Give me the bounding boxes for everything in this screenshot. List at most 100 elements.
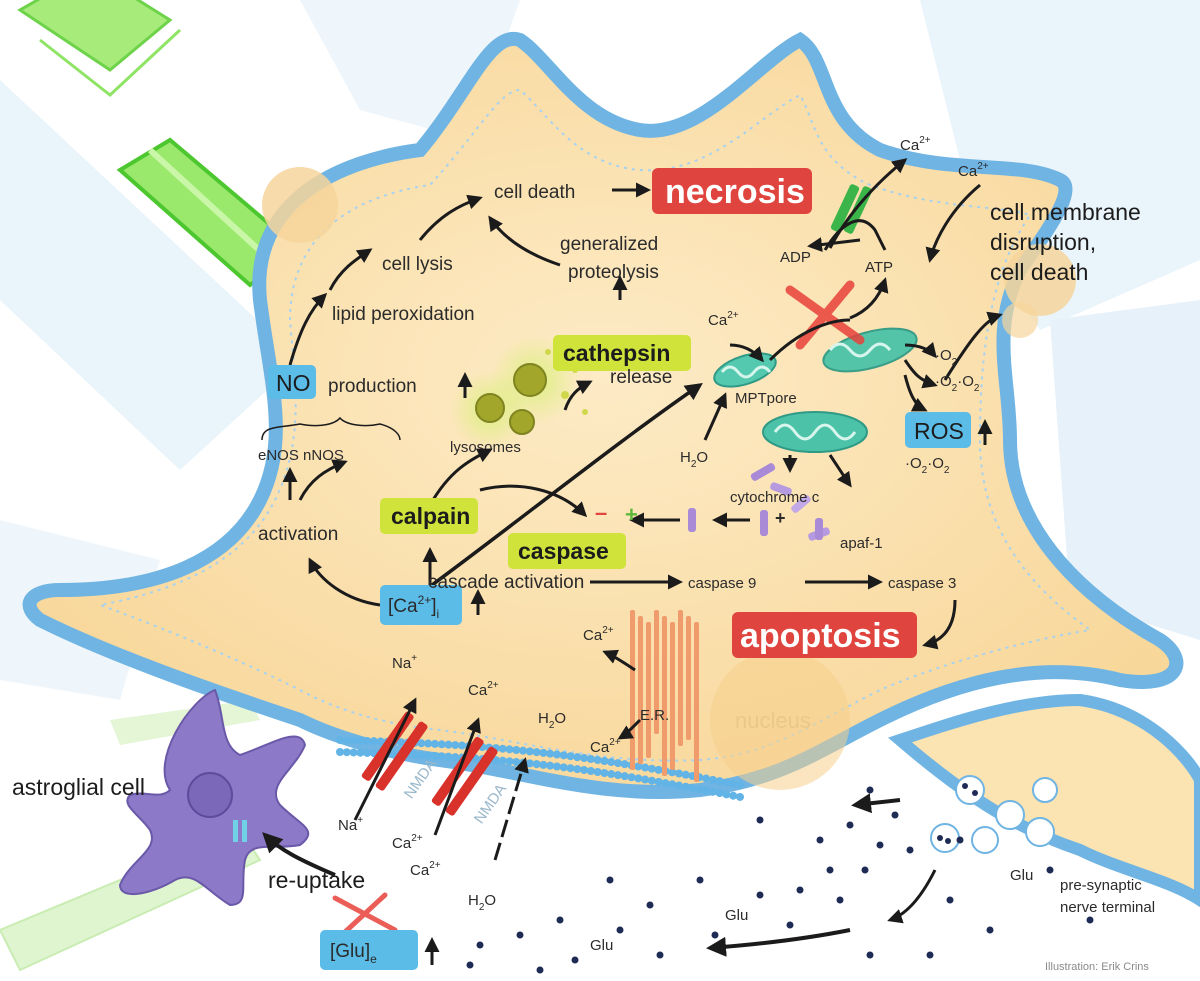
membrane-dot bbox=[586, 767, 595, 776]
glutamate-dot bbox=[556, 916, 564, 924]
water-labels: H2O H2O H2O bbox=[468, 449, 708, 913]
membrane-dot bbox=[566, 752, 575, 761]
production-label: production bbox=[328, 376, 417, 397]
nucleus: nucleus bbox=[710, 650, 850, 790]
no-box: NO bbox=[268, 365, 316, 399]
membrane-dot bbox=[600, 768, 609, 777]
mitochondria bbox=[713, 327, 918, 453]
glu-presynaptic-label: Glu bbox=[1010, 867, 1033, 884]
minus-sign: – bbox=[595, 500, 607, 525]
proteolysis-label: proteolysis bbox=[568, 262, 659, 283]
glutamate-dot bbox=[926, 951, 934, 959]
nmda-label-1: NMDA bbox=[401, 756, 440, 802]
membrane-dot bbox=[573, 753, 582, 762]
ca-outside-2: Ca2+ bbox=[410, 860, 441, 879]
glutamate-dot bbox=[711, 931, 719, 939]
glutamate-dot bbox=[906, 846, 914, 854]
generalized-label: generalized bbox=[560, 234, 658, 255]
cell-death-label: cell death bbox=[494, 182, 575, 203]
ca-out-top: Ca2+ bbox=[900, 135, 931, 154]
membrane-dot bbox=[356, 736, 365, 745]
membrane-dot bbox=[369, 737, 378, 746]
no-label: NO bbox=[276, 370, 311, 396]
transporter-left bbox=[233, 820, 238, 842]
apoptosis-label: apoptosis bbox=[740, 617, 901, 655]
membrane-dot bbox=[349, 736, 358, 745]
membrane-dot bbox=[566, 764, 575, 773]
membrane-dot bbox=[342, 748, 351, 757]
er-cisterna bbox=[662, 616, 667, 776]
membrane-dot bbox=[586, 755, 595, 764]
glutamate-dot bbox=[826, 866, 834, 874]
caspase3-label: caspase 3 bbox=[888, 575, 956, 592]
glu-e-box: [Glu]e bbox=[320, 930, 418, 970]
membrane-dot bbox=[613, 759, 622, 768]
membrane-dot bbox=[539, 748, 548, 757]
presynaptic-terminal: Glu pre-synaptic nerve terminal bbox=[888, 693, 1200, 916]
adp-label: ADP bbox=[780, 249, 811, 266]
membrane-dot bbox=[458, 741, 467, 750]
membrane-dot bbox=[539, 760, 548, 769]
membrane-dot bbox=[525, 747, 534, 756]
transporter-right bbox=[242, 820, 247, 842]
er-cisterna bbox=[646, 622, 651, 758]
caspase9-label: caspase 9 bbox=[688, 575, 756, 592]
astroglial-cell-label: astroglial cell bbox=[12, 774, 145, 800]
re-uptake-label: re-uptake bbox=[268, 867, 365, 893]
glutamate-dot bbox=[946, 896, 954, 904]
lipid-peroxidation-label: lipid peroxidation bbox=[332, 304, 475, 325]
membrane-dot bbox=[349, 748, 358, 757]
necrosis-label: necrosis bbox=[665, 173, 805, 211]
membrane-dot bbox=[620, 772, 629, 781]
membrane-dot bbox=[505, 757, 514, 766]
membrane-dot bbox=[532, 748, 541, 757]
er-cisterna bbox=[686, 616, 691, 740]
caspase-box: caspase bbox=[508, 533, 626, 569]
membrane-dot bbox=[525, 759, 534, 768]
membrane-dot bbox=[654, 765, 663, 774]
calpain-label: calpain bbox=[391, 503, 470, 529]
synaptic-membrane bbox=[336, 736, 744, 801]
membrane-dot bbox=[336, 748, 344, 756]
membrane-dot bbox=[363, 736, 372, 745]
release-label: release bbox=[610, 367, 672, 388]
glutamate-dot bbox=[476, 941, 484, 949]
membrane-dot bbox=[437, 752, 446, 761]
membrane-dot bbox=[736, 792, 744, 801]
membrane-dot bbox=[688, 784, 697, 793]
membrane-dot bbox=[715, 777, 724, 786]
membrane-dot bbox=[607, 770, 616, 779]
membrane-dot bbox=[600, 756, 609, 765]
glu-label-1: Glu bbox=[725, 907, 748, 924]
superoxide-labels: ·O2 ·O2·O2 ·O2·O2 bbox=[905, 347, 980, 476]
membrane-dot bbox=[424, 751, 433, 760]
glutamate-dot bbox=[876, 841, 884, 849]
membrane-dot bbox=[641, 763, 650, 772]
glutamate-dot bbox=[696, 876, 704, 884]
membrane-dot bbox=[417, 739, 426, 748]
cytochrome-c-label: cytochrome c bbox=[730, 489, 820, 506]
cathepsin-label: cathepsin bbox=[563, 340, 670, 366]
glutamate-dot bbox=[646, 901, 654, 909]
membrane-dot bbox=[654, 777, 663, 786]
cell-membrane-label-2: disruption, bbox=[990, 229, 1096, 255]
calpain-box: calpain bbox=[380, 498, 478, 534]
membrane-dot bbox=[552, 762, 561, 771]
glutamate-dot bbox=[571, 956, 579, 964]
membrane-dot bbox=[505, 745, 514, 754]
h2o-mito: H2O bbox=[680, 449, 708, 470]
sodium-labels: Na+ Na+ bbox=[338, 653, 417, 834]
membrane-dot bbox=[430, 739, 439, 748]
h2o-inside: H2O bbox=[538, 710, 566, 731]
glutamate-dot bbox=[836, 896, 844, 904]
ros-box: ROS bbox=[905, 412, 971, 448]
membrane-dot bbox=[729, 779, 738, 788]
ca-i-label: [Ca2+]i bbox=[388, 593, 439, 621]
membrane-dot bbox=[363, 748, 372, 757]
cell-membrane-label-1: cell membrane bbox=[990, 199, 1141, 225]
membrane-dot bbox=[491, 756, 500, 765]
membrane-dot bbox=[708, 775, 717, 784]
membrane-dot bbox=[736, 780, 744, 789]
membrane-dot bbox=[546, 749, 555, 758]
